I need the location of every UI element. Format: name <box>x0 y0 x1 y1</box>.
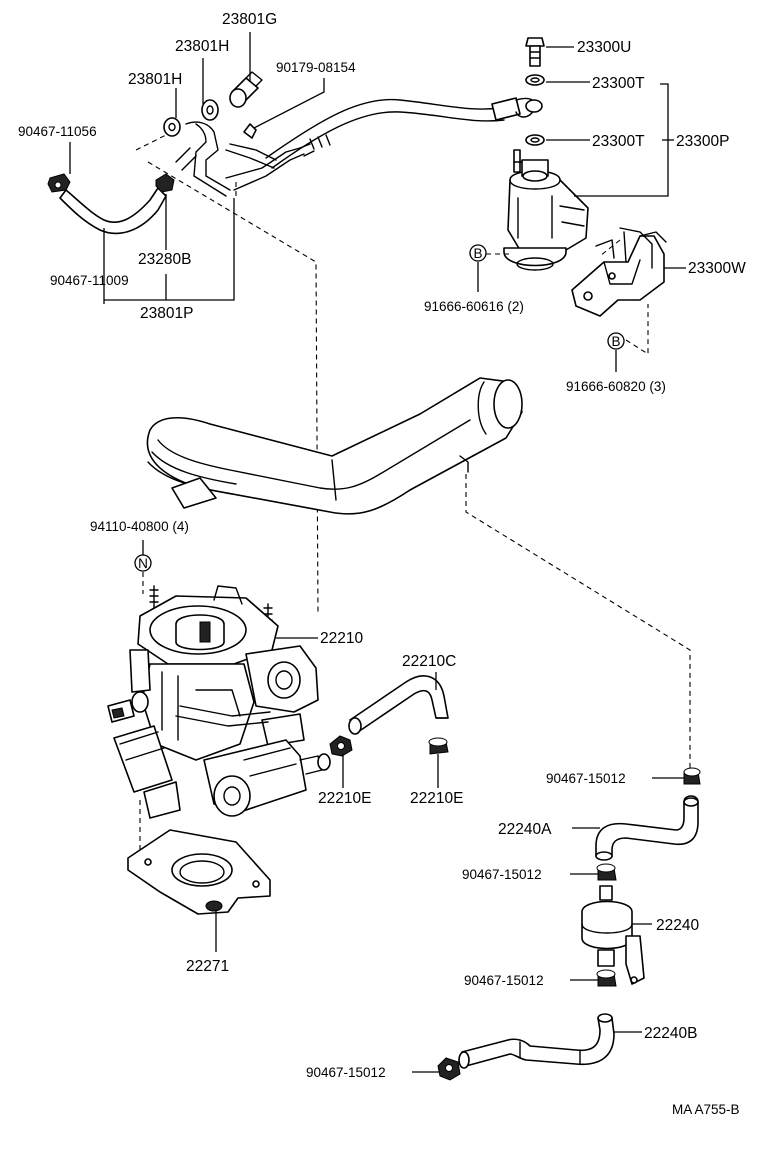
phantom-line <box>135 133 169 151</box>
clamp-90467-15012-a <box>683 767 701 785</box>
label-22271: 22271 <box>186 958 229 975</box>
label-22210c: 22210C <box>402 653 456 670</box>
hose-90467-11009 <box>59 187 167 235</box>
label-22240b: 22240B <box>644 1025 697 1042</box>
hose-22210c <box>348 675 449 735</box>
fuel-filter-23300 <box>503 37 589 271</box>
clamp-90467-15012-b <box>596 863 617 881</box>
diagram-code: MA A755-B <box>672 1102 740 1117</box>
nut-marker-n: N <box>134 540 152 594</box>
leaders-top-right <box>477 46 686 372</box>
fuel-pipe-long <box>265 98 501 159</box>
label-23801h-upper: 23801H <box>175 38 229 55</box>
label-22210: 22210 <box>320 630 363 647</box>
union-23801g <box>229 71 263 108</box>
label-23280b: 23280B <box>138 251 191 268</box>
label-23300u: 23300U <box>577 39 631 56</box>
leaders-top-left <box>69 32 325 304</box>
insulator-22271 <box>127 829 271 915</box>
phantom-line-vacuum <box>465 474 691 770</box>
label-23300p: 23300P <box>676 133 729 150</box>
label-22240: 22240 <box>656 917 699 934</box>
label-22240a: 22240A <box>498 821 552 838</box>
label-90467-11056: 90467-11056 <box>18 124 97 139</box>
hose-22240a <box>595 795 699 861</box>
vacuum-control-22240 <box>581 885 645 985</box>
clip-22210e-left <box>329 735 353 757</box>
part-labels: 23801G 23801H 23801H 90179-08154 90467-1… <box>18 11 746 1117</box>
bolt-b2-label: B <box>611 334 620 349</box>
carburetor-22210 <box>107 585 331 819</box>
clamp-90467-15012-c <box>596 969 617 987</box>
nut-n-label: N <box>138 556 148 571</box>
clip-22210e-right <box>428 737 449 755</box>
air-intake-duct <box>146 377 523 515</box>
hose-assembly-23801 <box>47 71 543 235</box>
label-90467-15012-a: 90467-15012 <box>546 771 626 786</box>
label-90467-15012-c: 90467-15012 <box>464 973 544 988</box>
bolt-b1-label: B <box>473 246 482 261</box>
label-91666-60820: 91666-60820 (3) <box>566 379 666 394</box>
bolt-marker-b1: B <box>469 244 487 262</box>
label-90179-08154: 90179-08154 <box>276 60 356 75</box>
label-91666-60616: 91666-60616 (2) <box>424 299 524 314</box>
clamp-90467-15012-d <box>437 1057 461 1081</box>
fuel-pipe-23801p <box>185 121 231 191</box>
bolt-marker-b2: B <box>607 332 625 350</box>
label-23801h-lower: 23801H <box>128 71 182 88</box>
label-23300t-lower: 23300T <box>592 133 645 150</box>
clip-23280b <box>155 173 175 193</box>
clip-90179 <box>243 123 257 139</box>
label-22210e-right: 22210E <box>410 790 463 807</box>
label-94110-40800: 94110-40800 (4) <box>90 519 189 534</box>
label-22210e-left: 22210E <box>318 790 371 807</box>
label-90467-15012-d: 90467-15012 <box>306 1065 386 1080</box>
label-90467-15012-b: 90467-15012 <box>462 867 542 882</box>
label-23300t-upper: 23300T <box>592 75 645 92</box>
hose-22240b <box>458 1013 615 1069</box>
label-23300w: 23300W <box>688 260 746 277</box>
label-90467-11009: 90467-11009 <box>50 273 129 288</box>
label-23801p: 23801P <box>140 305 193 322</box>
gasket-23801h-upper <box>201 99 219 121</box>
gasket-23801h-lower <box>163 117 181 137</box>
label-23801g: 23801G <box>222 11 277 28</box>
